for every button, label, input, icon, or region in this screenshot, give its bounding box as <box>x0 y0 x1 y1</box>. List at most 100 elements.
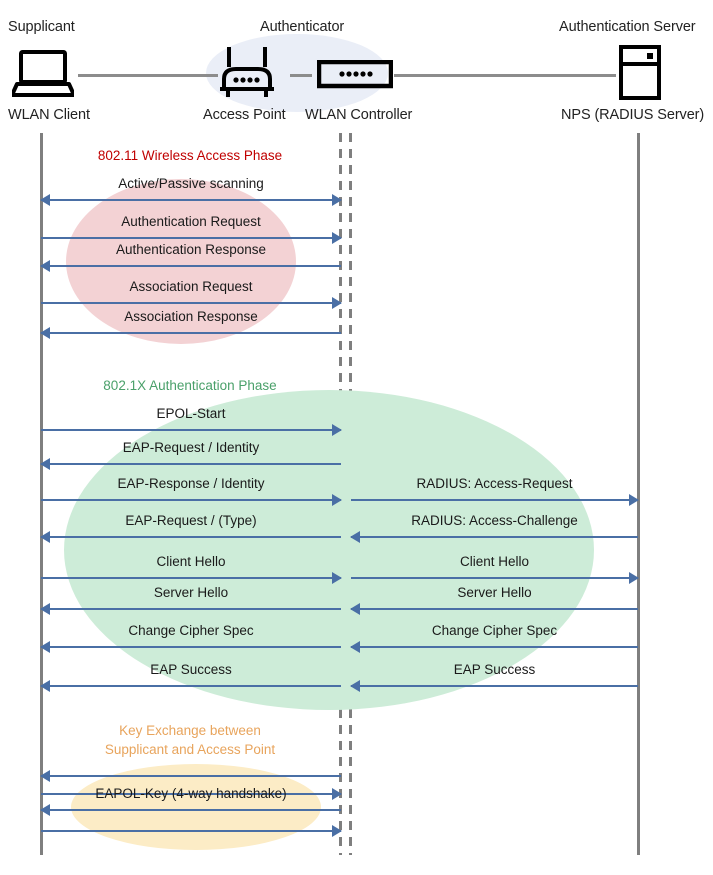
arrow-shaft <box>41 830 341 832</box>
wire-ap-to-controller <box>290 74 312 77</box>
actor-role-authentication-server: Authentication Server <box>559 19 696 35</box>
message-label: Association Request <box>129 279 253 294</box>
message-arrow <box>40 602 341 616</box>
message-arrow <box>41 423 342 437</box>
message-arrow <box>40 193 342 207</box>
actor-role-authenticator: Authenticator <box>260 19 345 35</box>
arrowhead-right-icon <box>332 424 342 436</box>
message-label: Server Hello <box>457 585 532 600</box>
arrowhead-left-icon <box>40 260 50 272</box>
message-arrow <box>40 679 341 693</box>
arrowhead-right-icon <box>332 788 342 800</box>
arrow-shaft <box>41 499 341 501</box>
message-label: Active/Passive scanning <box>118 176 264 191</box>
message-label: RADIUS: Access-Challenge <box>411 513 578 528</box>
phase-ellipse-key-exchange <box>71 764 321 850</box>
message-label: Change Cipher Spec <box>128 623 254 638</box>
arrow-shaft <box>351 685 638 687</box>
message-label: Change Cipher Spec <box>431 623 558 638</box>
arrow-shaft <box>351 608 638 610</box>
message-arrow <box>40 457 341 471</box>
arrowhead-right-icon <box>332 572 342 584</box>
arrowhead-left-icon <box>40 770 50 782</box>
arrow-shaft <box>41 429 341 431</box>
actor-device-wlan-controller: WLAN Controller <box>305 107 413 123</box>
actor-device-wlan-client: WLAN Client <box>8 107 90 123</box>
arrowhead-right-icon <box>629 494 639 506</box>
actor-device-access-point: Access Point <box>203 107 286 123</box>
arrow-shaft <box>41 809 341 811</box>
lifeline-supplicant <box>40 133 43 855</box>
message-label: Association Response <box>124 309 258 324</box>
arrow-shaft <box>41 463 341 465</box>
arrowhead-left-icon <box>40 804 50 816</box>
arrowhead-left-icon <box>40 327 50 339</box>
network-switch-icon <box>316 59 394 90</box>
phase-ellipse-802-11 <box>66 179 296 344</box>
message-label: Authentication Request <box>121 214 261 229</box>
message-label: EAP Success <box>453 662 536 677</box>
message-arrow <box>351 493 639 507</box>
arrow-shaft <box>41 685 341 687</box>
message-arrow <box>40 769 341 783</box>
message-arrow <box>41 571 342 585</box>
message-arrow <box>350 679 638 693</box>
message-arrow <box>351 571 639 585</box>
actor-device-nps-radius-server: NPS (RADIUS Server) <box>561 107 705 123</box>
wire-client-to-ap <box>78 74 218 77</box>
arrowhead-left-icon <box>350 603 360 615</box>
arrow-shaft <box>41 608 341 610</box>
arrow-shaft <box>41 265 341 267</box>
message-arrow <box>41 296 342 310</box>
arrow-shaft <box>41 536 341 538</box>
arrow-shaft <box>351 646 638 648</box>
message-label: Server Hello <box>153 585 229 600</box>
message-label: EAP Success <box>150 662 232 677</box>
phase-label-key-exchange-line1: Key Exchange between <box>119 723 261 738</box>
message-label: EPOL-Start <box>156 406 226 421</box>
arrowhead-left-icon <box>350 641 360 653</box>
actor-role-supplicant: Supplicant <box>8 19 75 35</box>
message-arrow <box>40 259 341 273</box>
phase-label-802-11: 802.11 Wireless Access Phase <box>97 148 283 163</box>
arrowhead-left-icon <box>40 680 50 692</box>
server-rack-icon <box>618 45 662 100</box>
wire-controller-to-server <box>394 74 616 77</box>
message-label: EAP-Request / (Type) <box>125 513 257 528</box>
message-arrow <box>40 640 341 654</box>
phase-label-key-exchange-line2: Supplicant and Access Point <box>104 742 276 757</box>
arrowhead-right-icon <box>332 297 342 309</box>
arrowhead-left-icon <box>40 641 50 653</box>
arrowhead-left-icon <box>40 458 50 470</box>
arrow-shaft <box>41 793 341 795</box>
arrowhead-right-icon <box>332 232 342 244</box>
phase-label-802-1x: 802.1X Authentication Phase <box>103 378 277 393</box>
arrowhead-left-icon <box>350 680 360 692</box>
message-label: EAPOL-Key (4-way handshake) <box>95 786 287 801</box>
wireless-router-icon <box>216 45 278 100</box>
message-arrow <box>41 493 342 507</box>
arrow-shaft <box>351 536 638 538</box>
message-label: RADIUS: Access-Request <box>416 476 573 491</box>
message-arrow <box>40 803 341 817</box>
message-arrow <box>40 530 341 544</box>
phase-ellipse-802-1x <box>64 390 594 710</box>
message-arrow <box>41 231 342 245</box>
message-arrow <box>41 787 342 801</box>
message-arrow <box>350 640 638 654</box>
arrow-shaft <box>41 775 341 777</box>
message-arrow <box>41 824 342 838</box>
arrowhead-right-icon <box>629 572 639 584</box>
arrowhead-right-icon <box>332 194 342 206</box>
message-label: Client Hello <box>459 554 530 569</box>
arrow-shaft <box>41 577 341 579</box>
arrowhead-left-icon <box>40 194 50 206</box>
arrow-shaft <box>351 577 638 579</box>
message-arrow <box>350 602 638 616</box>
message-label: EAP-Request / Identity <box>122 440 260 455</box>
message-arrow <box>40 326 341 340</box>
arrow-shaft <box>41 646 341 648</box>
arrow-shaft <box>41 302 341 304</box>
message-arrow <box>350 530 638 544</box>
